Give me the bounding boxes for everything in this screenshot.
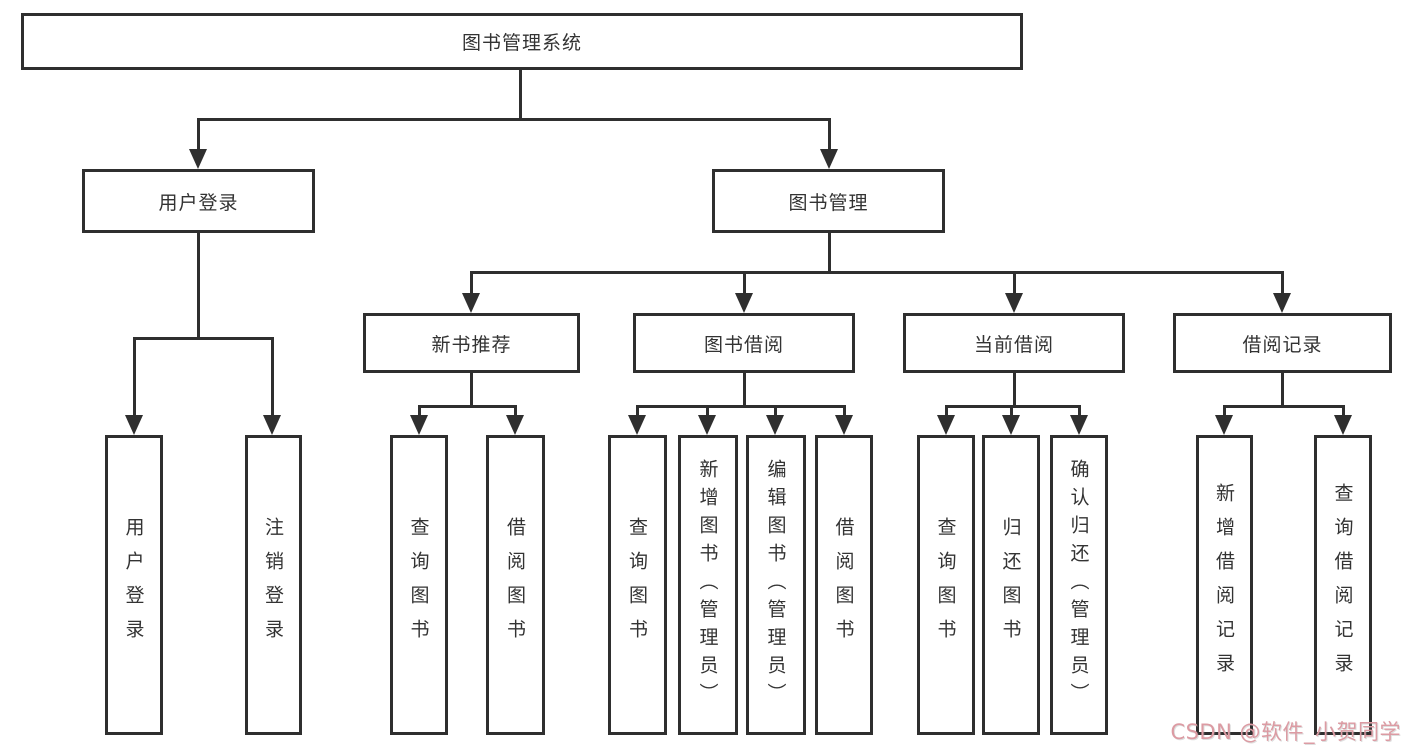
leaf-label: 查询图书 [626, 517, 648, 653]
leaf-label: 确认归还（管理员） [1067, 459, 1090, 711]
connector-stem [271, 337, 274, 415]
connector-drop [743, 373, 746, 405]
leaf-borrow-books: 借阅图书 [815, 435, 873, 735]
arrow-down-icon [263, 415, 281, 435]
node-book-borrow: 图书借阅 [633, 313, 855, 373]
leaf-logout: 注销登录 [245, 435, 302, 735]
arrow-down-icon [1273, 293, 1291, 313]
leaf-query-borrow-record: 查询借阅记录 [1314, 435, 1372, 735]
leaf-label: 查询借阅记录 [1331, 483, 1354, 687]
node-label: 图书借阅 [703, 333, 784, 356]
arrow-down-icon [506, 415, 524, 435]
arrow-down-icon [820, 149, 838, 169]
connector-stem [133, 337, 136, 415]
node-label: 图书管理系统 [461, 32, 582, 54]
leaf-label: 注销登录 [262, 517, 284, 653]
connector-user-login-rail [133, 337, 274, 340]
arrow-down-icon [1070, 415, 1088, 435]
arrow-down-icon [698, 415, 716, 435]
connector-rail [418, 405, 517, 408]
connector-stem [743, 271, 746, 293]
arrow-down-icon [1334, 415, 1352, 435]
connector-drop [470, 373, 473, 405]
leaf-query-books-recommend: 查询图书 [390, 435, 448, 735]
connector-stem [1342, 405, 1345, 417]
leaf-return-books: 归还图书 [982, 435, 1040, 735]
connector-rail [636, 405, 846, 408]
arrow-down-icon [766, 415, 784, 435]
connector-stem [1078, 405, 1081, 417]
leaf-label: 归还图书 [999, 517, 1022, 653]
arrow-down-icon [735, 293, 753, 313]
arrow-down-icon [1002, 415, 1020, 435]
node-current-borrow: 当前借阅 [903, 313, 1125, 373]
leaf-label: 借阅图书 [504, 517, 526, 653]
connector-root-rail [197, 118, 830, 121]
node-book-management-system: 图书管理系统 [21, 13, 1023, 70]
node-label: 当前借阅 [973, 333, 1054, 356]
arrow-down-icon [410, 415, 428, 435]
arrow-down-icon [937, 415, 955, 435]
leaf-label: 查询图书 [407, 517, 430, 653]
arrow-down-icon [628, 415, 646, 435]
connector-book-mgmt-drop [828, 233, 831, 271]
watermark: CSDN @软件_小贺同学 [1170, 720, 1401, 744]
connector-book-mgmt-rail [470, 271, 1283, 274]
connector-stem [470, 271, 473, 293]
connector-stem [197, 118, 200, 149]
leaf-edit-books-admin: 编辑图书（管理员） [746, 435, 806, 735]
leaf-user-login: 用户登录 [105, 435, 163, 735]
arrow-down-icon [125, 415, 143, 435]
leaf-confirm-return-admin: 确认归还（管理员） [1050, 435, 1108, 735]
node-borrow-records: 借阅记录 [1173, 313, 1392, 373]
leaf-label: 新增借阅记录 [1213, 483, 1235, 687]
connector-stem [1010, 405, 1013, 417]
connector-stem [828, 118, 831, 149]
leaf-borrow-books-recommend: 借阅图书 [486, 435, 545, 735]
leaf-label: 新增图书（管理员） [696, 459, 719, 711]
arrow-down-icon [1215, 415, 1233, 435]
leaf-add-borrow-record: 新增借阅记录 [1196, 435, 1253, 735]
leaf-label: 编辑图书（管理员） [764, 459, 787, 711]
connector-stem [514, 405, 517, 417]
connector-stem [418, 405, 421, 417]
node-label: 新书推荐 [431, 333, 512, 356]
leaf-label: 用户登录 [122, 517, 145, 653]
connector-rail [1223, 405, 1345, 408]
connector-stem [636, 405, 639, 417]
connector-stem [1223, 405, 1226, 417]
connector-stem [1013, 271, 1016, 293]
arrow-down-icon [835, 415, 853, 435]
leaf-label: 查询图书 [934, 517, 957, 653]
leaf-query-books-borrow: 查询图书 [608, 435, 667, 735]
connector-stem [945, 405, 948, 417]
connector-drop [1013, 373, 1016, 405]
arrow-down-icon [189, 149, 207, 169]
node-user-login: 用户登录 [82, 169, 315, 233]
leaf-query-books-current: 查询图书 [917, 435, 975, 735]
connector-stem [1281, 271, 1284, 293]
node-label: 借阅记录 [1242, 333, 1323, 356]
node-label: 用户登录 [158, 191, 239, 214]
connector-stem [706, 405, 709, 417]
connector-root-drop [519, 70, 522, 118]
node-new-book-recommend: 新书推荐 [363, 313, 580, 373]
arrow-down-icon [1005, 293, 1023, 313]
connector-rail [945, 405, 1081, 408]
connector-drop [1281, 373, 1284, 405]
connector-user-login-drop [197, 233, 200, 337]
connector-stem [843, 405, 846, 417]
leaf-label: 借阅图书 [832, 517, 855, 653]
arrow-down-icon [462, 293, 480, 313]
connector-stem [774, 405, 777, 417]
node-label: 图书管理 [788, 191, 869, 214]
leaf-add-books-admin: 新增图书（管理员） [678, 435, 738, 735]
node-book-management: 图书管理 [712, 169, 945, 233]
